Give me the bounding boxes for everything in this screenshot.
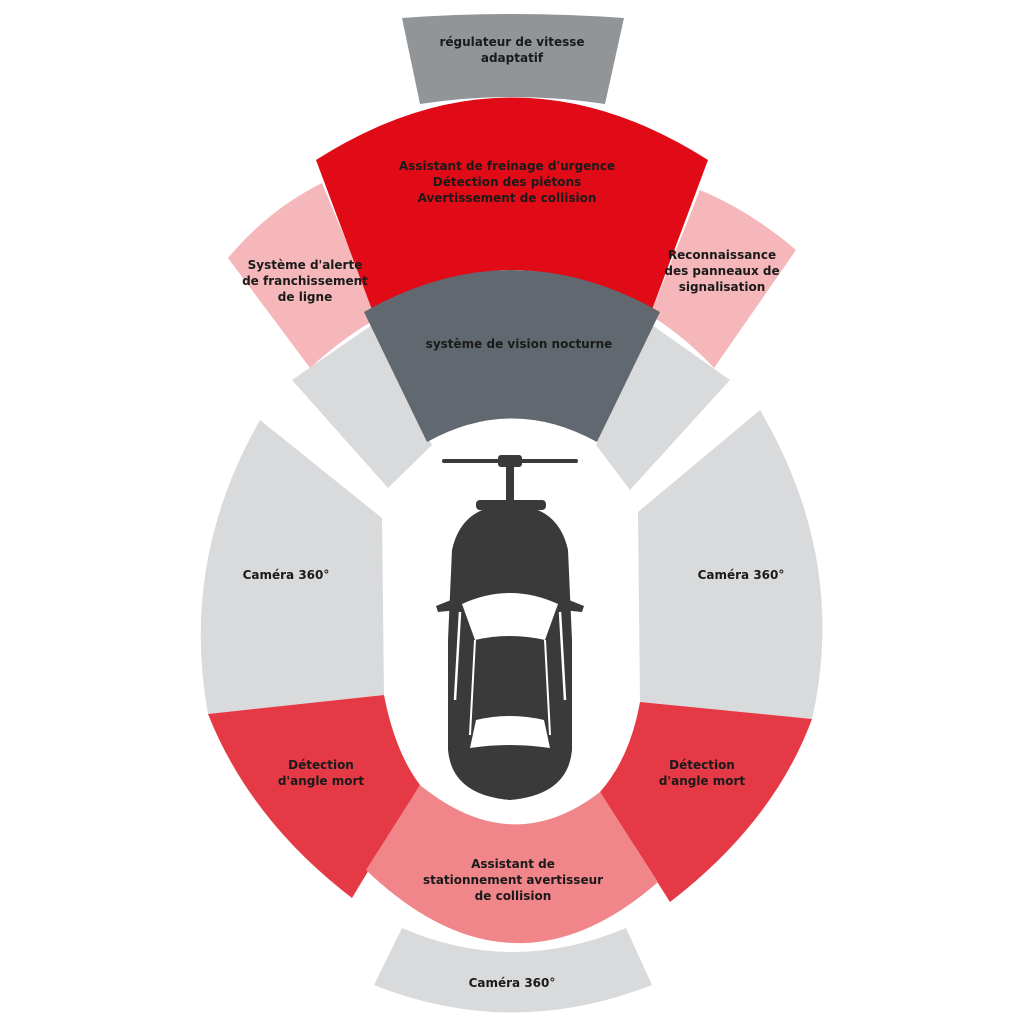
- camera-right-label: Caméra 360°: [698, 568, 785, 582]
- side-window-left: [453, 611, 462, 701]
- windshield: [462, 593, 558, 640]
- adaptive-cruise-zone: [402, 14, 624, 104]
- traffic-sign-zone: [650, 190, 796, 368]
- camera-rear-label: Caméra 360°: [469, 976, 556, 990]
- car-top-view: [436, 455, 584, 800]
- label-line: d'angle mort: [278, 774, 365, 788]
- label-line: stationnement avertisseur: [423, 873, 603, 887]
- night-vision-label: système de vision nocturne: [426, 337, 613, 351]
- blind-spot-left-label: Détection d'angle mort: [278, 758, 365, 788]
- blind-spot-right-zone: [600, 702, 812, 902]
- label-line: Détection: [669, 758, 735, 772]
- label-line: Caméra 360°: [698, 568, 785, 582]
- front-corner-left-zone: [292, 325, 432, 488]
- lane-departure-label: Système d'alerte de franchissement de lign…: [242, 258, 368, 304]
- blind-spot-right-label: Détection d'angle mort: [659, 758, 746, 788]
- blind-spot-left-zone: [208, 695, 420, 898]
- label-line: Assistant de freinage d'urgence: [399, 159, 615, 173]
- label-line: Avertissement de collision: [418, 191, 597, 205]
- camera-left-zone: [200, 420, 384, 714]
- rear-window: [470, 716, 550, 748]
- label-line: Détection: [288, 758, 354, 772]
- parking-assist-label: Assistant de stationnement avertisseur de …: [423, 857, 603, 903]
- label-line: de collision: [475, 889, 552, 903]
- label-line: Système d'alerte: [248, 258, 363, 272]
- label-line: Assistant de: [471, 857, 555, 871]
- label-line: système de vision nocturne: [426, 337, 613, 351]
- camera-left-label: Caméra 360°: [243, 568, 330, 582]
- emergency-braking-zone: [316, 97, 708, 315]
- camera-rear-zone: [374, 928, 652, 1013]
- sensor-mast: [506, 463, 514, 505]
- traffic-sign-label: Reconnaissance des panneaux de signalisati…: [664, 248, 779, 294]
- label-line: d'angle mort: [659, 774, 746, 788]
- label-line: Détection des piétons: [433, 175, 581, 189]
- label-line: de franchissement: [242, 274, 368, 288]
- camera-right-zone: [638, 410, 823, 719]
- label-line: Reconnaissance: [668, 248, 776, 262]
- label-line: de ligne: [278, 290, 332, 304]
- label-line: régulateur de vitesse: [439, 35, 584, 49]
- sensor-head: [498, 455, 522, 467]
- label-line: Caméra 360°: [243, 568, 330, 582]
- night-vision-zone: [364, 270, 660, 442]
- car-body: [448, 505, 572, 800]
- label-line: des panneaux de: [664, 264, 779, 278]
- roof-outline: [469, 639, 551, 736]
- label-line: signalisation: [679, 280, 766, 294]
- front-corner-right-zone: [596, 325, 730, 490]
- side-window-right: [558, 611, 567, 701]
- label-line: Caméra 360°: [469, 976, 556, 990]
- parking-assist-zone: [366, 785, 658, 944]
- adaptive-cruise-label: régulateur de vitesse adaptatif: [439, 35, 584, 65]
- lane-departure-zone: [228, 183, 378, 368]
- label-line: adaptatif: [481, 51, 544, 65]
